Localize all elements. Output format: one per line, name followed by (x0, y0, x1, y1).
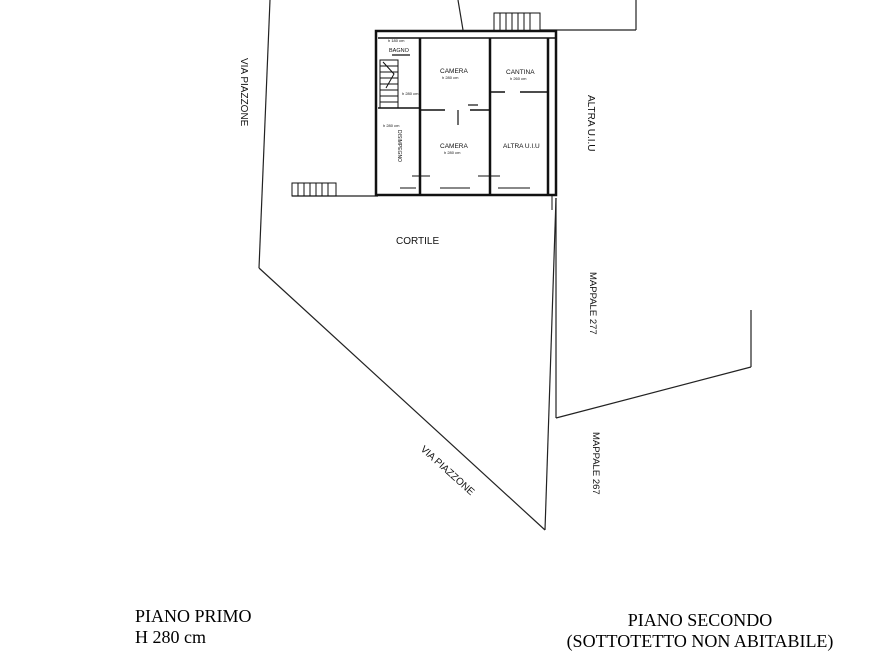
second-floor-title: PIANO SECONDO (627, 610, 773, 630)
caption-first-floor: PIANO PRIMO H 280 cm (135, 606, 252, 648)
parcel-label-267: MAPPALE 267 (590, 432, 601, 495)
room-height-cantina: h 260 cm (510, 76, 527, 81)
internal-stairs (379, 59, 399, 109)
windows (400, 175, 553, 210)
room-height-camera-bottom: h 280 cm (444, 150, 461, 155)
external-stairs-left (291, 182, 337, 197)
second-floor-note: (SOTTOTETTO NON ABITABILE) (566, 631, 834, 651)
room-height-bagno: h 180 cm (388, 38, 405, 43)
room-label-disimpegno: DISIMPEGNO (396, 130, 402, 162)
room-label-camera-bottom: CAMERA (440, 143, 468, 150)
room-height-camera-top: h 280 cm (442, 75, 459, 80)
site-outline (258, 0, 752, 531)
caption-second-floor: PIANO SECONDO (SOTTOTETTO NON ABITABILE) (530, 610, 870, 652)
street-label-diagonal: VIA PIAZZONE (418, 444, 476, 498)
neighbor-label-right: ALTRA U.I.U (585, 95, 596, 152)
room-label-camera-top: CAMERA (440, 68, 468, 75)
first-floor-height: H 280 cm (135, 627, 206, 647)
room-label-cantina: CANTINA (506, 69, 535, 76)
courtyard-label: CORTILE (396, 236, 439, 247)
first-floor-title: PIANO PRIMO (135, 606, 252, 626)
room-height-stairs: h 280 cm (402, 91, 419, 96)
building-walls (374, 29, 558, 197)
room-label-bagno: BAGNO (389, 48, 410, 54)
external-stairs-top (493, 12, 541, 32)
room-height-corridor: h 280 cm (383, 123, 400, 128)
street-label-left: VIA PIAZZONE (238, 58, 249, 127)
room-label-altra-uiu: ALTRA U.I.U (503, 143, 540, 150)
parcel-label-277: MAPPALE 277 (587, 272, 598, 335)
